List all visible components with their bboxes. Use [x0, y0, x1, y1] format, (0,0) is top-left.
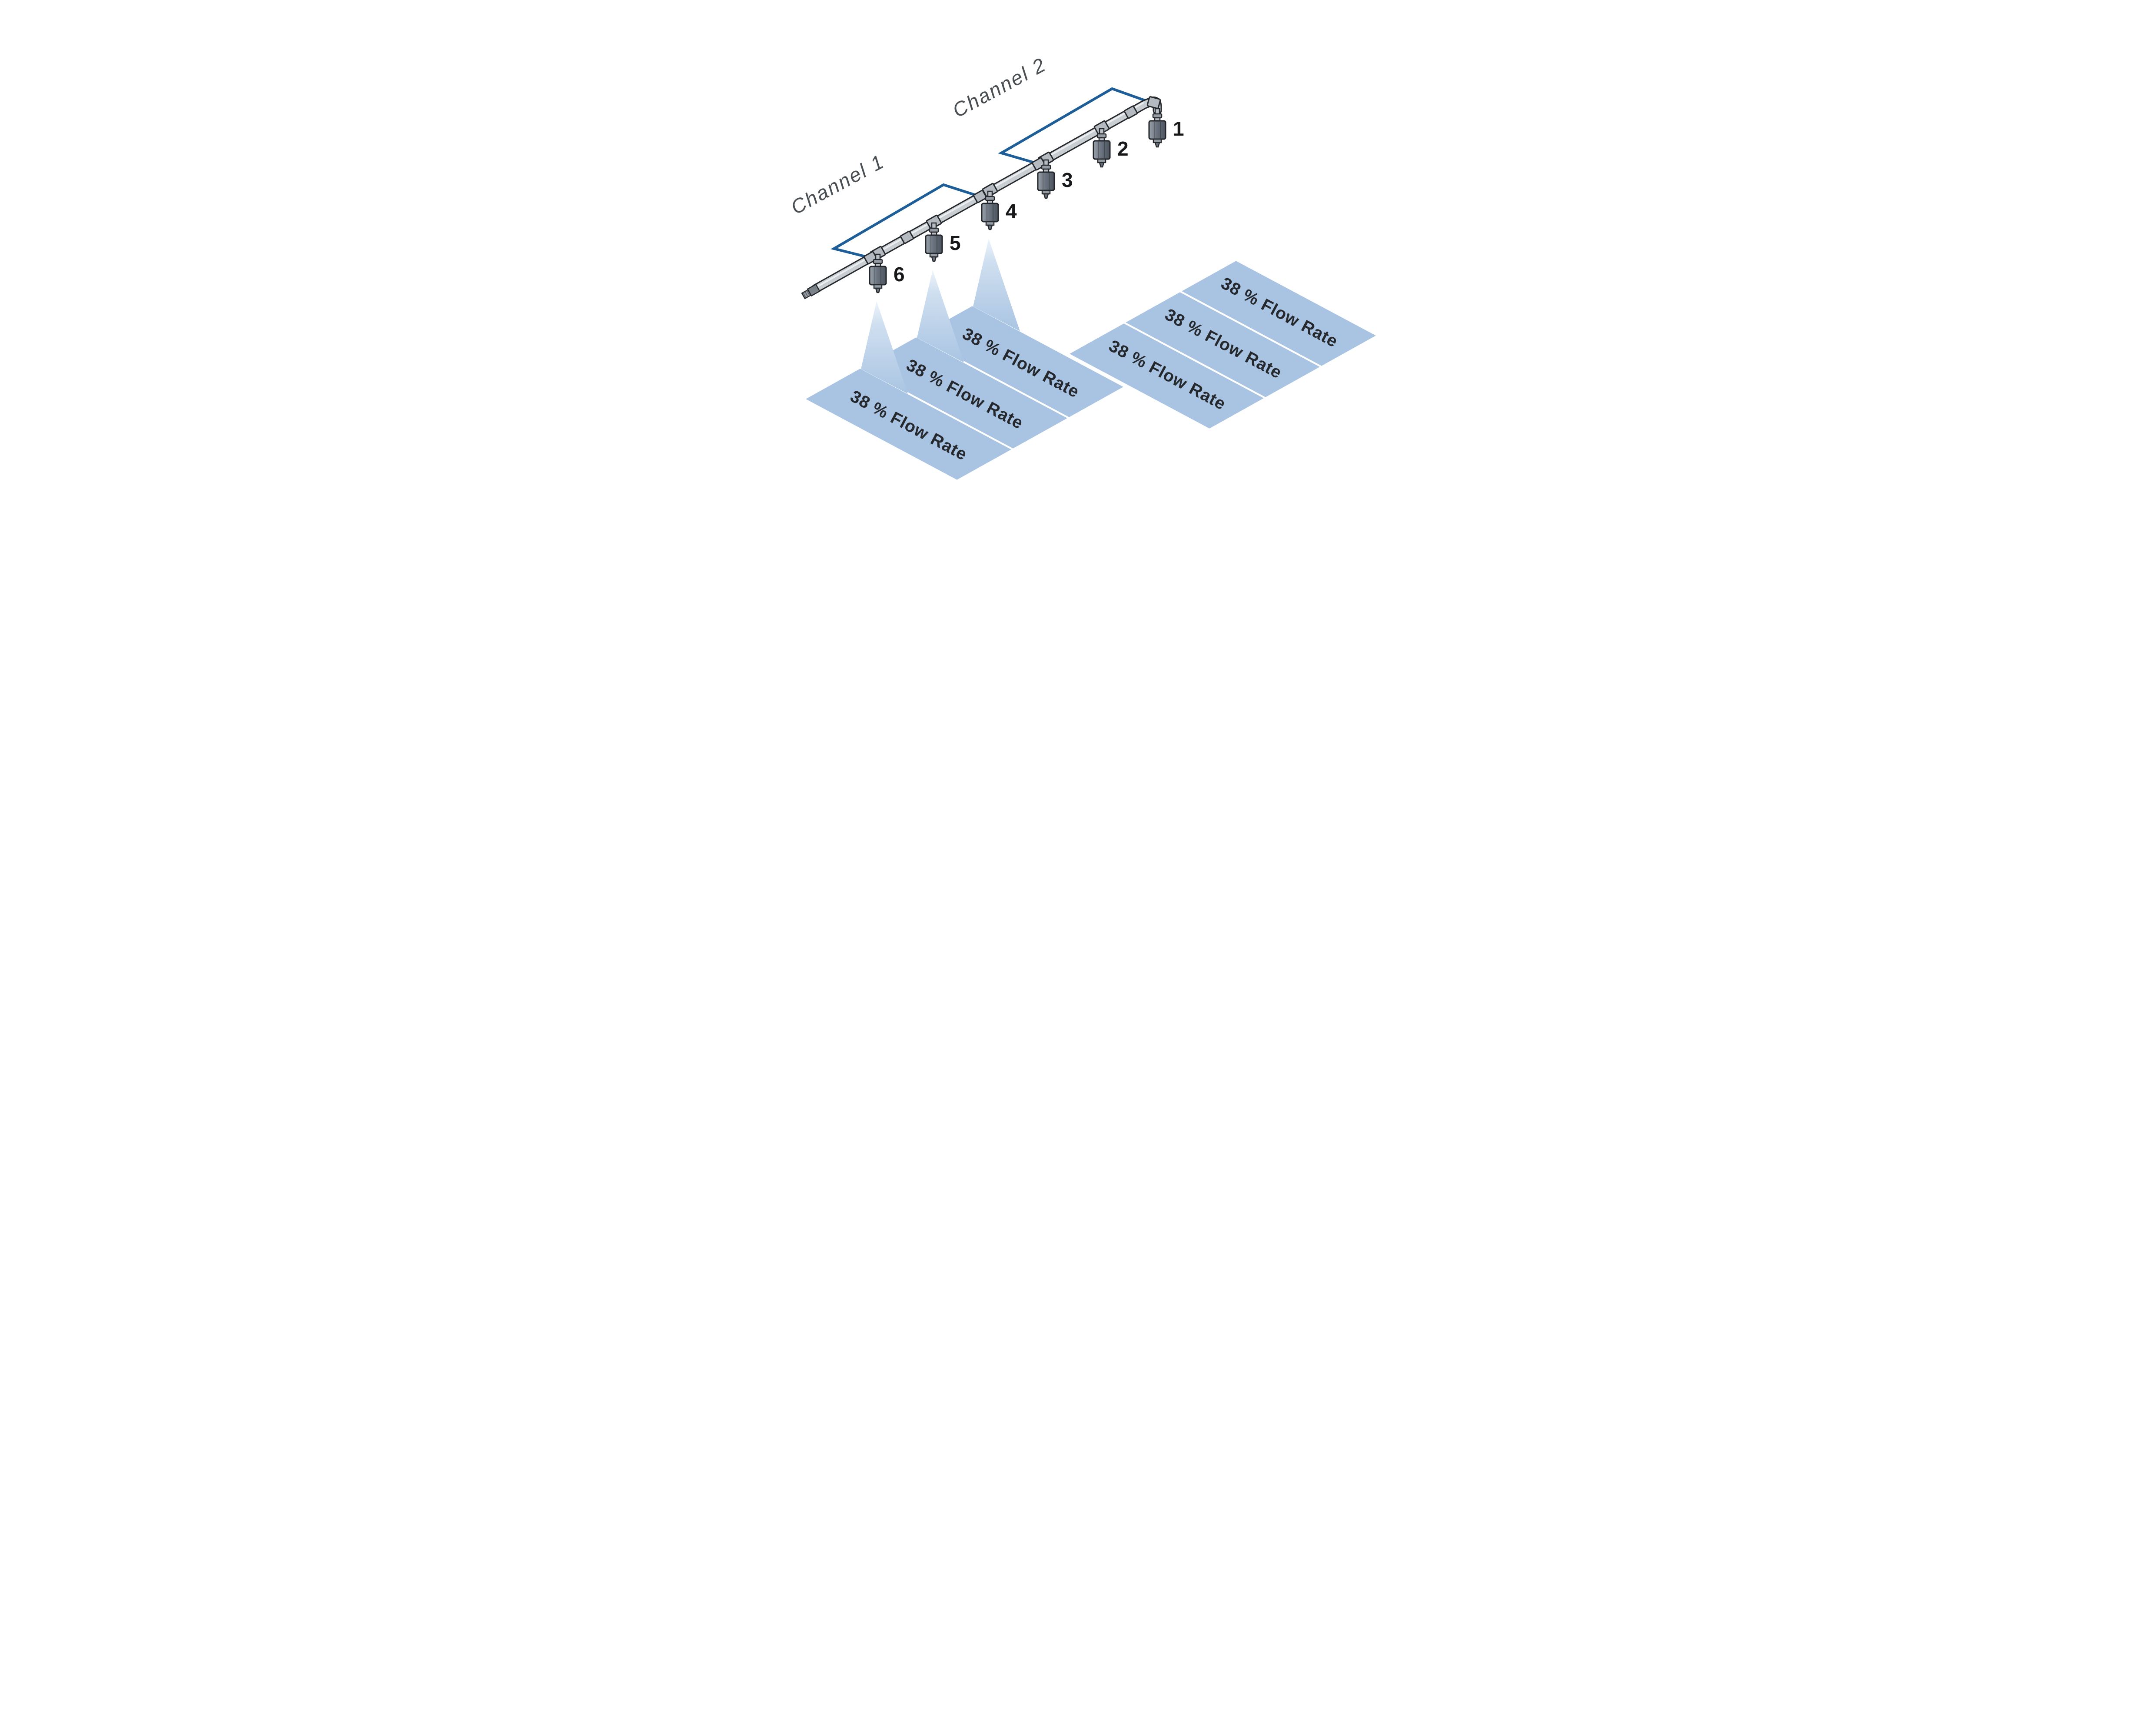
nozzle-3-number: 3 [1062, 169, 1073, 191]
flow-band-3 [1066, 321, 1267, 431]
pipe-end-thread [801, 283, 821, 299]
nozzle-1 [1148, 108, 1166, 148]
nozzle-4-number: 4 [1006, 200, 1017, 223]
sleeve-coupler-a [1123, 105, 1138, 119]
diagram-stage: 38 % Flow Rate 38 % Flow Rate 38 % Flow … [737, 0, 1419, 543]
spray-boom-flow-diagram: 38 % Flow Rate 38 % Flow Rate 38 % Flow … [787, 53, 1379, 482]
nozzle-2-number: 2 [1117, 137, 1129, 160]
spray-spike-5 [917, 270, 964, 363]
sleeve-coupler-b [900, 230, 914, 244]
nozzle-6-number: 6 [894, 263, 905, 286]
flow-band-group-right: 38 % Flow Rate 38 % Flow Rate 38 % Flow … [1066, 259, 1379, 431]
flow-band-6 [802, 366, 1015, 482]
nozzle-5-number: 5 [950, 232, 961, 254]
nozzle-numbers: 1 2 3 4 5 6 [894, 117, 1184, 286]
channel-2-label: Channel 2 [948, 53, 1050, 122]
boom-pipe [801, 96, 1162, 299]
channel-1-label: Channel 1 [787, 150, 888, 219]
bracket-coupler-ch1-right [973, 190, 987, 203]
flow-band-group-left: 38 % Flow Rate 38 % Flow Rate 38 % Flow … [802, 239, 1127, 482]
nozzle-1-number: 1 [1173, 117, 1184, 140]
spray-spike-6 [860, 301, 908, 394]
spray-spike-4 [973, 239, 1020, 331]
elbow-coupler [1146, 96, 1161, 109]
